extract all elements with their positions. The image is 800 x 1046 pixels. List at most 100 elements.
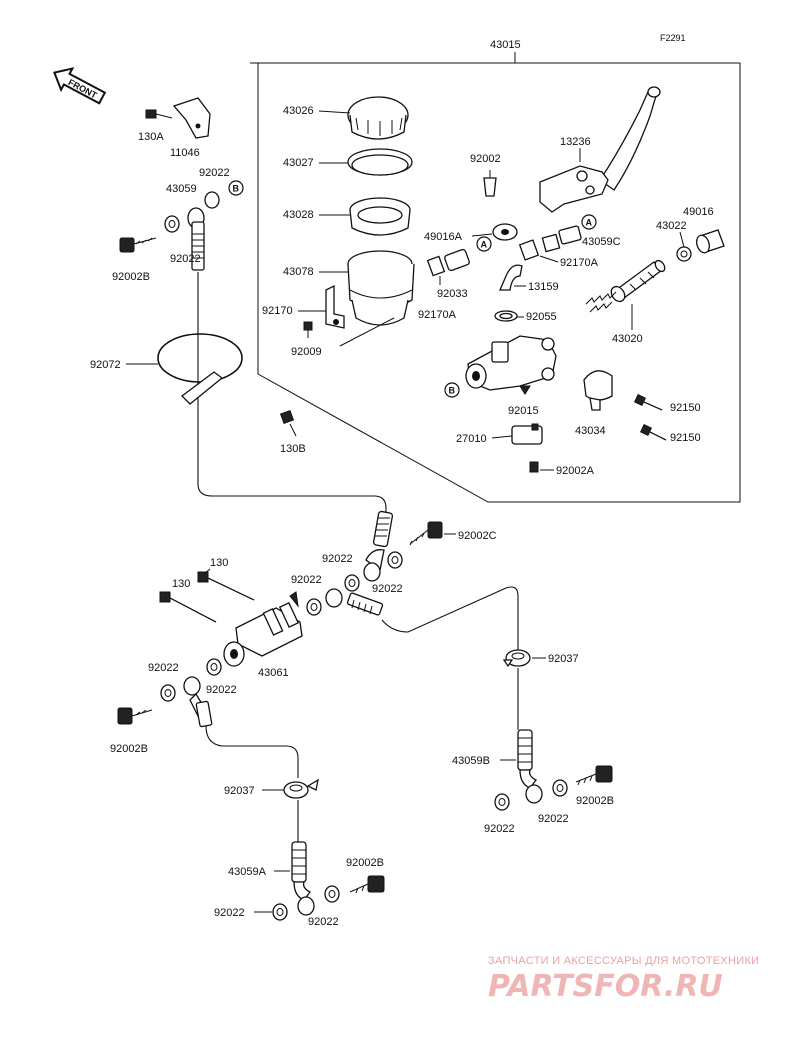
washer-92022-i xyxy=(552,779,568,797)
label-13236: 13236 xyxy=(560,136,591,148)
label-43026: 43026 xyxy=(283,105,314,117)
screw-92009 xyxy=(303,321,313,338)
label-43059B: 43059B xyxy=(452,755,490,767)
brake-hose-upper xyxy=(197,272,387,520)
label-49016A: 49016A xyxy=(424,231,463,243)
label-130-a: 130 xyxy=(210,557,228,569)
label-43078: 43078 xyxy=(283,266,314,278)
master-cylinder-group-box: 43015 xyxy=(250,39,741,503)
piston-assy-43020 xyxy=(610,259,666,303)
label-27010: 27010 xyxy=(456,433,487,445)
hose-13159 xyxy=(499,264,523,291)
label-92022-h: 92022 xyxy=(484,823,515,835)
banjo-fitting-left-branch xyxy=(183,676,213,728)
banjo-fitting-43059B xyxy=(517,729,543,804)
banjo-bolt-92002B-c xyxy=(575,765,613,786)
bolt-130B xyxy=(279,409,297,437)
watermark-brand: PARTSFOR.RU xyxy=(488,969,723,1004)
boot-49016 xyxy=(696,229,725,254)
clamp-92170A-right xyxy=(518,239,540,261)
hose-clamp-92037-left xyxy=(283,778,319,799)
banjo-fitting-43059 xyxy=(187,191,220,271)
screw-92002A xyxy=(529,461,539,473)
watermark-tagline: ЗАПЧАСТИ И АКСЕССУАРЫ ДЛЯ МОТОТЕХНИКИ xyxy=(488,955,759,967)
label-92033: 92033 xyxy=(437,288,468,300)
label-92055: 92055 xyxy=(526,311,557,323)
label-92015: 92015 xyxy=(508,405,539,417)
spring-43020 xyxy=(585,291,617,313)
diaphragm-plate-43027 xyxy=(347,148,413,176)
diaphragm-43028 xyxy=(349,197,411,236)
label-92022-c: 92022 xyxy=(372,583,403,595)
bolt-92150-2 xyxy=(640,424,667,441)
snap-ring-43022-top xyxy=(676,246,692,262)
label-43027: 43027 xyxy=(283,157,314,169)
group-label: 43015 xyxy=(490,39,521,51)
label-13159: 13159 xyxy=(528,281,559,293)
bolt-92150-1 xyxy=(634,394,663,411)
washer-92022-f xyxy=(160,684,176,702)
label-92002B-c: 92002B xyxy=(576,795,614,807)
banjo-fitting-43059A xyxy=(291,841,315,916)
reservoir-43078 xyxy=(347,250,415,326)
banjo-bolt-92002C xyxy=(409,521,443,546)
brake-hose-right-1 xyxy=(381,586,519,650)
bracket-92170 xyxy=(325,284,345,329)
label-43034: 43034 xyxy=(575,425,606,437)
brake-lever-43015 xyxy=(599,86,661,191)
label-43059A: 43059A xyxy=(228,866,267,878)
label-92002B-d: 92002B xyxy=(346,857,384,869)
label-92002B-b: 92002B xyxy=(110,743,148,755)
label-92072: 92072 xyxy=(90,359,121,371)
diagram-code: F2291 xyxy=(660,33,686,43)
label-92022-d: 92022 xyxy=(322,553,353,565)
label-92002B-a: 92002B xyxy=(112,271,150,283)
label-92022-i: 92022 xyxy=(538,813,569,825)
circle-b-letter-2: B xyxy=(233,184,240,194)
label-92022-k: 92022 xyxy=(308,916,339,928)
label-92022-a: 92022 xyxy=(199,167,230,179)
clamp-92170A-left xyxy=(426,248,470,277)
master-cylinder-body xyxy=(465,335,557,391)
bolt-130-b xyxy=(159,591,217,623)
label-92022-g: 92022 xyxy=(206,684,237,696)
hose-clamp-92037-right xyxy=(502,649,531,668)
label-92022-e: 92022 xyxy=(291,574,322,586)
bolt-130-a xyxy=(197,571,255,601)
cap-92015 xyxy=(519,385,531,395)
bracket-11046 xyxy=(172,97,211,139)
hose-fitting-43059C xyxy=(541,225,582,253)
lever-holder-13236 xyxy=(539,165,609,213)
circle-a-letter-1: A xyxy=(481,240,488,250)
banjo-bolt-92002B-a xyxy=(119,237,157,253)
label-43061: 43061 xyxy=(258,667,289,679)
clamp-43034 xyxy=(583,370,613,411)
joint-43061 xyxy=(223,591,303,667)
label-92002C: 92002C xyxy=(458,530,497,542)
banjo-bolt-92002B-b xyxy=(117,707,153,725)
label-49016: 49016 xyxy=(683,206,714,218)
banjo-fitting-upper-hose-end xyxy=(363,510,394,582)
washer-92022-j xyxy=(272,903,288,921)
label-43022-top: 43022 xyxy=(656,220,687,232)
label-92170A-2: 92170A xyxy=(560,257,599,269)
circle-b-marker-1: B xyxy=(444,382,460,398)
label-43059C: 43059C xyxy=(582,236,621,248)
label-92150-2: 92150 xyxy=(670,432,701,444)
washer-92022-c xyxy=(387,551,403,569)
label-92022-b: 92022 xyxy=(170,253,201,265)
label-43028: 43028 xyxy=(283,209,314,221)
washer-92022-g xyxy=(206,658,222,676)
brake-hose-left-1 xyxy=(205,725,299,778)
label-92150-1: 92150 xyxy=(670,402,701,414)
banjo-fitting-right-branch xyxy=(325,588,384,616)
o-ring-92055 xyxy=(494,310,518,322)
label-92022-j: 92022 xyxy=(214,907,245,919)
washer-92022-k xyxy=(324,885,340,903)
reservoir-cap-43026 xyxy=(347,96,409,140)
label-92002: 92002 xyxy=(470,153,501,165)
washer-92022-e xyxy=(306,598,322,616)
label-130B: 130B xyxy=(280,443,306,455)
washer-92022-b xyxy=(164,215,180,233)
